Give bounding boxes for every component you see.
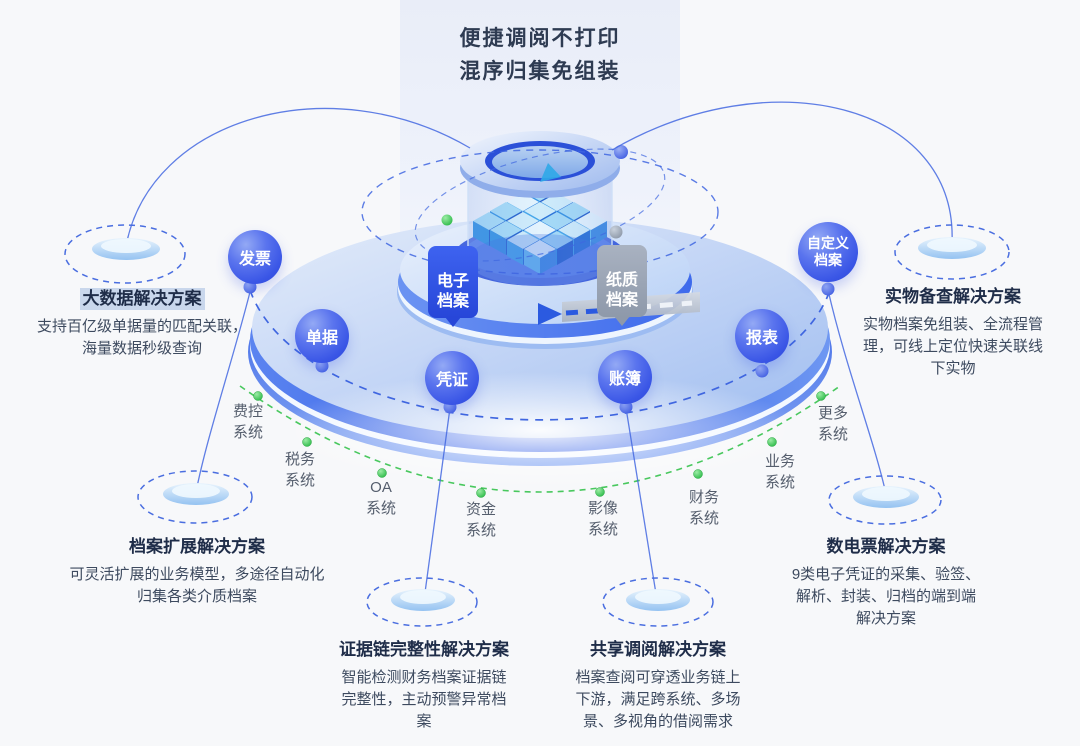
bubble-pins	[243, 280, 835, 414]
solution-archive-extension-desc: 可灵活扩展的业务模型，多途径自动化归集各类介质档案	[69, 566, 325, 605]
system-arc	[239, 385, 841, 498]
orbit-ball-green	[441, 214, 453, 226]
solution-evidence-chain: 证据链完整性解决方案 智能检测财务档案证据链完整性，主动预警异常档案	[336, 639, 512, 733]
bubble-invoice: 发票	[228, 230, 282, 284]
satellite-digital-invoice	[828, 475, 942, 525]
system-label-funds: 资金 系统	[465, 501, 496, 539]
satellites	[64, 224, 1010, 627]
tag-electronic-archive: 电子 档案	[428, 246, 479, 327]
system-label-more: 更多 系统	[817, 405, 848, 443]
headline-line2: 混序归集免组装	[459, 60, 621, 83]
bubble-custom-archive-label: 自定义 档案	[807, 235, 849, 268]
satellite-archive-extension	[137, 470, 253, 524]
satellite-physical-check	[894, 224, 1010, 280]
solution-physical-check-title: 实物备查解决方案	[885, 287, 1021, 306]
solution-shared-access-desc: 档案查阅可穿透业务链上下游，满足跨系统、多场景、多视角的借阅需求	[575, 669, 741, 730]
glass-cylinder	[460, 131, 620, 286]
bubble-ledgers: 账簿	[598, 350, 652, 404]
solution-archive-extension: 档案扩展解决方案 可灵活扩展的业务模型，多途径自动化归集各类介质档案	[66, 536, 328, 608]
headline-line1: 便捷调阅不打印	[459, 27, 621, 50]
system-label-expense: 费控 系统	[232, 403, 263, 441]
solution-bigdata-desc: 支持百亿级单据量的匹配关联，海量数据秒级查询	[36, 318, 247, 357]
bubble-custom-archive: 自定义 档案	[798, 222, 858, 282]
system-label-business: 业务 系统	[764, 453, 795, 491]
bubble-documents-label: 单据	[305, 330, 338, 347]
bubble-documents: 单据	[295, 309, 349, 363]
solution-evidence-chain-desc: 智能检测财务档案证据链完整性，主动预警异常档案	[341, 669, 507, 730]
satellite-bigdata	[64, 224, 186, 284]
tag-electronic-archive-label: 电子 档案	[437, 273, 470, 310]
satellite-evidence-chain	[366, 577, 478, 627]
solution-physical-check: 实物备查解决方案 实物档案免组装、全流程管理，可线上定位快速关联线下实物	[857, 286, 1049, 380]
crystal-icon	[540, 163, 561, 182]
platform-glow	[278, 372, 802, 488]
system-label-imaging: 影像 系统	[587, 500, 618, 538]
bubble-reports: 报表	[735, 309, 789, 363]
arrow-head-icon	[538, 303, 562, 325]
solution-shared-access-title: 共享调阅解决方案	[590, 640, 726, 659]
orbit-ball-blue	[614, 145, 628, 159]
solution-digital-invoice-title: 数电票解决方案	[826, 537, 946, 556]
bubble-vouchers: 凭证	[425, 351, 479, 405]
connector-lines	[125, 101, 953, 601]
solution-evidence-chain-title: 证据链完整性解决方案	[339, 640, 509, 659]
system-label-finance: 财务 系统	[688, 489, 719, 527]
bubble-vouchers-label: 凭证	[435, 372, 468, 389]
tag-paper-archive-label: 纸质 档案	[606, 272, 639, 309]
solution-shared-access: 共享调阅解决方案 档案查阅可穿透业务链上下游，满足跨系统、多场景、多视角的借阅需…	[570, 639, 746, 733]
solution-digital-invoice: 数电票解决方案 9类电子凭证的采集、验签、解析、封装、归档的端到端解决方案	[790, 536, 982, 630]
system-dots	[253, 391, 826, 498]
solution-digital-invoice-desc: 9类电子凭证的采集、验签、解析、封装、归档的端到端解决方案	[791, 566, 981, 627]
system-label-oa: OA 系统	[365, 479, 396, 517]
solution-archive-extension-title: 档案扩展解决方案	[129, 537, 265, 556]
headline: 便捷调阅不打印 混序归集免组装	[0, 22, 1080, 88]
solution-bigdata-title: 大数据解决方案	[79, 288, 205, 310]
satellite-shared-access	[602, 577, 714, 627]
bubble-invoice-label: 发票	[238, 251, 271, 268]
orbit-ball-gray	[609, 225, 623, 239]
tag-paper-archive: 纸质 档案	[597, 245, 648, 326]
system-label-tax: 税务 系统	[284, 451, 315, 489]
solution-physical-check-desc: 实物档案免组装、全流程管理，可线上定位快速关联线下实物	[862, 316, 1043, 377]
solution-bigdata: 大数据解决方案 支持百亿级单据量的匹配关联，海量数据秒级查询	[34, 288, 250, 360]
bubble-ledgers-label: 账簿	[608, 371, 641, 388]
bubble-reports-label: 报表	[745, 330, 778, 347]
